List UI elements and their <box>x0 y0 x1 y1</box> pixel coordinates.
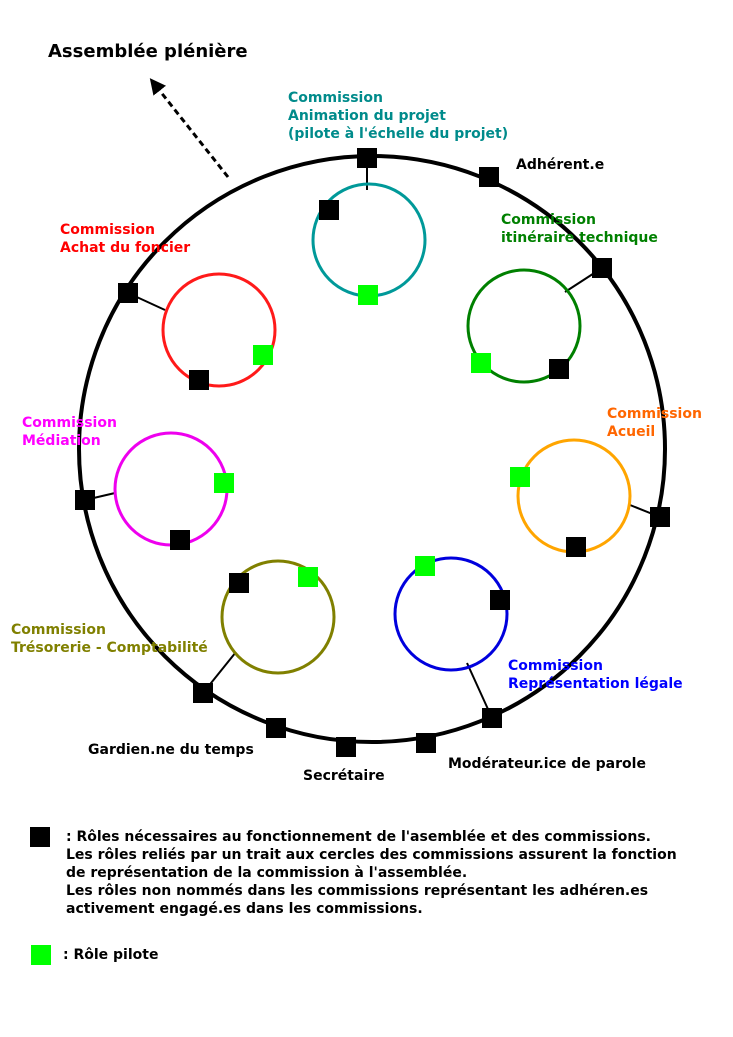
role-label-adherent: Adhérent.e <box>516 157 604 173</box>
role-square <box>549 359 569 379</box>
role-square <box>118 283 138 303</box>
svg-text:Représentation légale: Représentation légale <box>508 676 683 692</box>
role-label-moderateur: Modérateur.ice de parole <box>448 756 646 772</box>
role-square <box>189 370 209 390</box>
role-square <box>479 167 499 187</box>
pilot-square <box>253 345 273 365</box>
svg-text:Acueil: Acueil <box>607 424 655 440</box>
svg-text:Commission: Commission <box>22 415 117 431</box>
commission-achat-circle <box>161 272 277 388</box>
commission-animation-label: Commission Animation du projet (pilote à… <box>288 90 508 142</box>
pilot-square <box>510 467 530 487</box>
pilot-square <box>298 567 318 587</box>
role-label-secretaire: Secrétaire <box>303 768 385 784</box>
role-square <box>592 258 612 278</box>
svg-text:Commission: Commission <box>11 622 106 638</box>
commission-representation-circle <box>393 556 509 672</box>
role-square <box>266 718 286 738</box>
role-square <box>650 507 670 527</box>
commission-mediation-label: Commission Médiation <box>22 415 117 449</box>
pilot-square <box>415 556 435 576</box>
svg-text:Médiation: Médiation <box>22 433 101 449</box>
svg-text:itinéraire technique: itinéraire technique <box>501 230 658 246</box>
commission-achat-label: Commission Achat du foncier <box>60 222 190 256</box>
role-square <box>170 530 190 550</box>
svg-text:Commission: Commission <box>288 90 383 106</box>
role-label-gardien: Gardien.ne du temps <box>88 742 254 758</box>
svg-text:Commission: Commission <box>607 406 702 422</box>
commission-mediation-circle <box>113 431 229 547</box>
role-square <box>75 490 95 510</box>
pilot-square <box>358 285 378 305</box>
commission-tresorerie-circle <box>220 559 336 675</box>
pilot-square <box>471 353 491 373</box>
svg-text:Achat du foncier: Achat du foncier <box>60 240 190 256</box>
role-square <box>416 733 436 753</box>
role-square <box>357 148 377 168</box>
svg-text:Animation du projet: Animation du projet <box>288 108 446 124</box>
svg-text:Commission: Commission <box>501 212 596 228</box>
commission-accueil-label: Commission Acueil <box>607 406 702 440</box>
svg-text:Trésorerie - Comptabilité: Trésorerie - Comptabilité <box>11 640 208 656</box>
commission-accueil-circle <box>516 438 632 554</box>
svg-text:Commission: Commission <box>60 222 155 238</box>
commission-representation-label: Commission Représentation légale <box>508 658 683 692</box>
role-square <box>319 200 339 220</box>
assembly-title: Assemblée plénière <box>48 41 248 62</box>
svg-text:Commission: Commission <box>508 658 603 674</box>
commission-itineraire-circle <box>466 268 582 384</box>
commission-itineraire-label: Commission itinéraire technique <box>501 212 658 246</box>
assembly-arrow <box>149 78 230 178</box>
role-square <box>566 537 586 557</box>
role-square <box>193 683 213 703</box>
commission-tresorerie-label: Commission Trésorerie - Comptabilité <box>11 622 208 656</box>
svg-text:(pilote à l'échelle du projet): (pilote à l'échelle du projet) <box>288 126 508 142</box>
role-square <box>482 708 502 728</box>
pilot-square <box>214 473 234 493</box>
role-square <box>336 737 356 757</box>
role-square <box>229 573 249 593</box>
role-square <box>490 590 510 610</box>
